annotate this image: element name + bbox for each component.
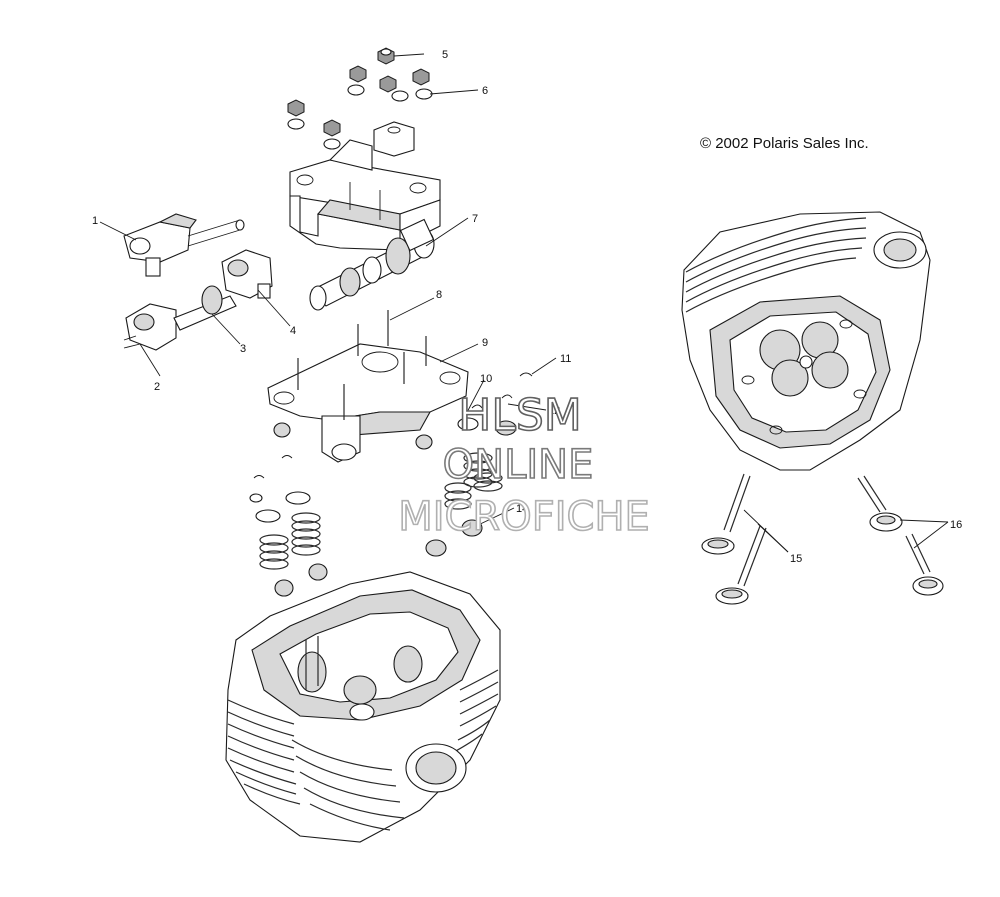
callout-labels: 1 2 3 4 5 6 7 8 9 10 11 12 14 15 16 (92, 49, 962, 565)
cam-carrier-base (267, 310, 469, 463)
rocker-arm-assembly (123, 213, 273, 351)
callout-7: 7 (472, 213, 478, 225)
nuts-and-washers (287, 47, 433, 150)
callout-10: 10 (480, 373, 492, 385)
watermark-line-3: MICROFICHE (398, 494, 650, 540)
callout-2: 2 (154, 381, 160, 393)
callout-8: 8 (436, 289, 442, 301)
callout-12: 12 (548, 405, 560, 417)
callout-14: 14 (516, 503, 528, 515)
camshaft (309, 218, 435, 311)
callout-9: 9 (482, 337, 488, 349)
callout-15: 15 (790, 553, 802, 565)
cylinder-head-top-view (225, 571, 501, 843)
cylinder-head-underside-view (681, 211, 931, 471)
cam-carrier-cap (289, 121, 441, 251)
callout-4: 4 (290, 325, 296, 337)
valves (701, 473, 944, 605)
watermark-line-1: HLSM (458, 390, 582, 441)
callout-11: 11 (560, 353, 571, 365)
callout-6: 6 (482, 85, 488, 97)
leader-lines (99, 53, 949, 553)
callout-3: 3 (240, 343, 246, 355)
callout-5: 5 (442, 49, 448, 61)
valve-springs-and-keepers (249, 372, 533, 597)
callout-1: 1 (92, 215, 98, 227)
watermark-line-2: ONLINE (443, 442, 594, 488)
callout-16: 16 (950, 519, 962, 531)
watermark: HLSM ONLINE MICROFICHE (397, 389, 650, 541)
copyright-text: © 2002 Polaris Sales Inc. (700, 135, 869, 152)
